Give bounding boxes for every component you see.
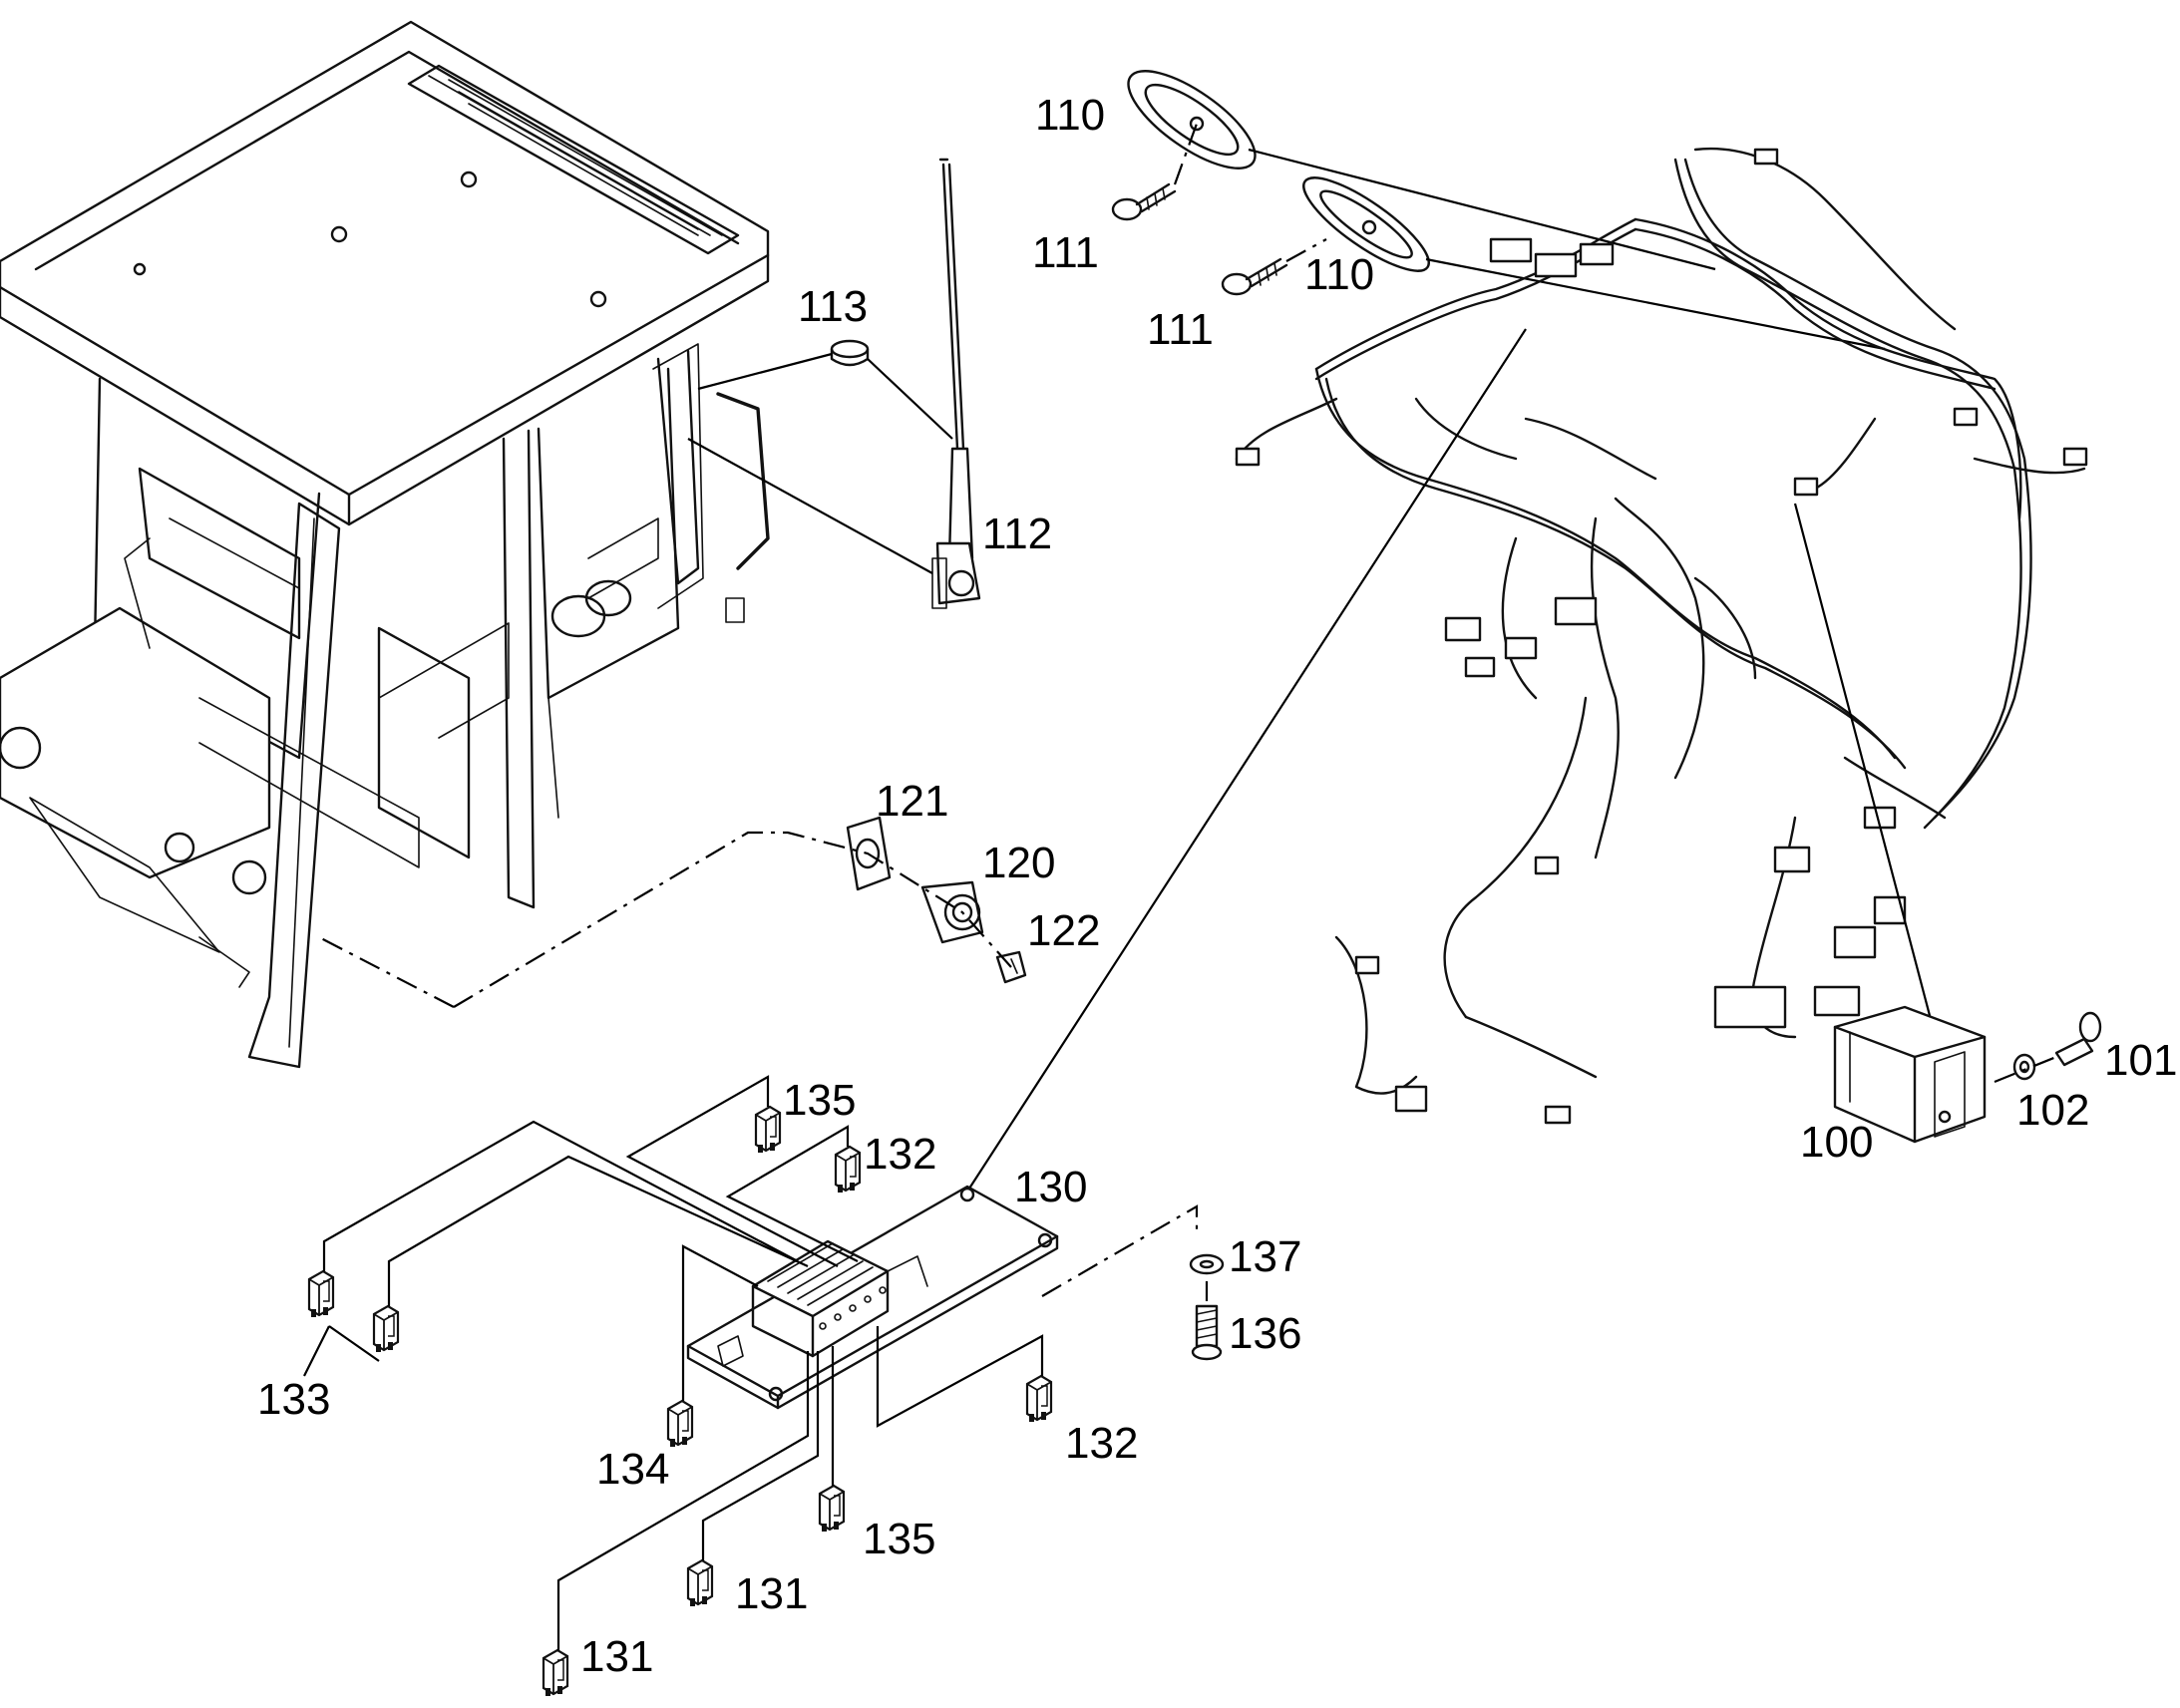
screw-101 (2054, 1011, 2102, 1067)
grommet-113 (830, 339, 870, 367)
fuse-134 (666, 1399, 694, 1449)
screw-136 (1191, 1304, 1223, 1361)
label-132-bottom: 132 (1065, 1419, 1138, 1468)
fuse-132-bottom (1025, 1374, 1053, 1424)
fuse-131-bottom (542, 1648, 569, 1698)
label-134: 134 (596, 1445, 669, 1494)
fuse-135-bottom (818, 1484, 846, 1534)
label-135-top: 135 (783, 1076, 856, 1125)
washer-137 (1189, 1253, 1225, 1275)
part-labels: 110 111 110 111 113 112 121 120 122 101 … (257, 91, 2177, 1681)
wiring-harness (1235, 147, 2088, 1125)
control-unit-100 (1833, 1005, 1987, 1144)
label-113: 113 (798, 282, 868, 331)
label-100: 100 (1800, 1118, 1873, 1167)
label-101: 101 (2104, 1036, 2177, 1085)
fuse-133-left (307, 1269, 335, 1319)
roof-vent-grille (407, 64, 740, 255)
label-122: 122 (1027, 906, 1100, 955)
fuse-132-top (834, 1145, 862, 1195)
antenna-leader-lines (687, 352, 953, 574)
label-130: 130 (1014, 1163, 1087, 1211)
antenna-assembly (931, 158, 981, 609)
cover-110-upper (1127, 70, 1257, 170)
label-111-lower: 111 (1147, 305, 1214, 354)
screw-leader-line (1041, 1204, 1209, 1301)
label-131-mid: 131 (735, 1569, 808, 1618)
label-135-bottom: 135 (863, 1515, 935, 1563)
fuse-131-mid (686, 1558, 714, 1608)
socket-leader-lines (318, 831, 1012, 1008)
operator-cab (0, 20, 770, 1069)
fuse-135-top (754, 1105, 782, 1155)
label-112: 112 (982, 510, 1052, 558)
label-133: 133 (257, 1375, 330, 1424)
label-132-top: 132 (864, 1130, 936, 1179)
label-111-upper: 111 (1032, 228, 1099, 277)
screw-111-lower (1221, 257, 1288, 296)
fuse-133-right (372, 1304, 400, 1354)
harness-leader-lines (966, 328, 1935, 1193)
label-102: 102 (2016, 1086, 2089, 1135)
fuse-panel-130 (686, 1185, 1059, 1410)
label-110-upper: 110 (1035, 91, 1105, 140)
label-110-lower: 110 (1304, 250, 1374, 299)
unit-leader-line (1994, 1055, 2057, 1084)
label-137: 137 (1229, 1232, 1301, 1281)
label-121: 121 (876, 777, 948, 826)
label-136: 136 (1229, 1309, 1301, 1358)
label-131-bottom: 131 (580, 1632, 653, 1681)
label-120: 120 (982, 839, 1055, 887)
fuse-leader-lines (303, 1075, 1044, 1650)
washer-102 (2012, 1053, 2036, 1081)
screw-111-upper (1111, 182, 1177, 221)
cover-110-lower (1302, 176, 1430, 272)
cover-leader-lines (1173, 123, 1886, 351)
